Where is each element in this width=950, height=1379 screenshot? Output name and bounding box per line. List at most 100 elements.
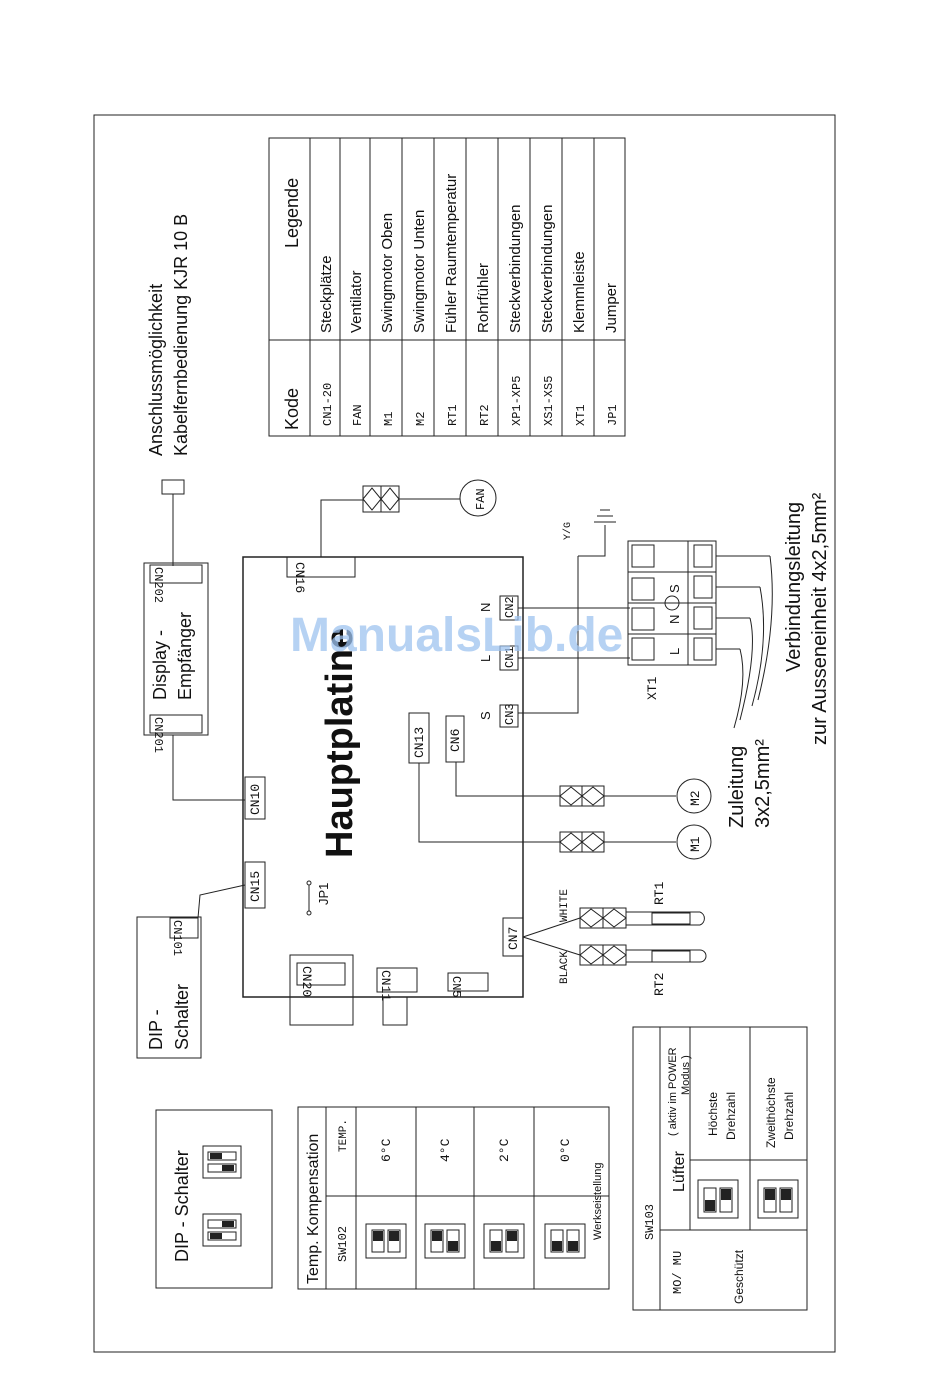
legend-text-5: Rohrfühler <box>475 263 492 333</box>
temp-switch-icon-0 <box>365 1223 407 1259</box>
legend-text-0: Steckplätze <box>318 255 335 333</box>
legend-kode-8: XT1 <box>574 404 588 426</box>
display-box: Display - Empfänger CN202 CN201 <box>143 562 245 801</box>
temp-table: Temp. Kompensation SW102 TEMP. 6°C 4°C 2°C… <box>297 1106 610 1290</box>
fan-switch-icon-1 <box>697 1179 739 1219</box>
legend-kode-4: RT1 <box>446 404 460 426</box>
zuleitung-line2: 3x2,5mm² <box>752 739 774 828</box>
rt2-label: RT2 <box>652 973 667 996</box>
fan-table: SW103 MO/ MU Lüfter ( aktiv im POWER Mod… <box>632 1026 808 1311</box>
mainboard-cn6: CN6 <box>448 729 463 752</box>
yg-label: Y/G <box>562 522 574 540</box>
mainboard-cn5: CN5 <box>449 976 463 998</box>
fan-luefter: Lüfter <box>671 1150 688 1192</box>
mainboard-cn16: CN16 <box>292 562 307 593</box>
fan-row1a: Höchste <box>706 1092 720 1136</box>
temp-switch-icon-1 <box>424 1223 466 1259</box>
temp-value-2: 2°C <box>497 1138 512 1162</box>
mainboard-cn15: CN15 <box>248 871 263 902</box>
fan-modus: Modus ) <box>680 1055 692 1095</box>
verbindung-line2: zur Ausseneinheit 4x2,5mm² <box>809 492 831 745</box>
white-label: WHITE <box>559 889 571 922</box>
mainboard-cn3: CN3 <box>503 703 517 725</box>
zuleitung-line1: Zuleitung <box>726 746 748 828</box>
dip-legend-box: DIP - Schalter <box>155 1109 273 1289</box>
display-line1: Display - <box>150 630 170 700</box>
display-cn202: CN202 <box>151 567 165 603</box>
legend-kode-3: M2 <box>414 412 428 426</box>
remote-connector <box>161 479 185 495</box>
remote-note: Anschlussmöglichkeit Kabelfernbedienung … <box>146 214 191 566</box>
legend-text-6: Steckverbindungen <box>507 205 524 333</box>
dip-switch-icon-off <box>202 1213 242 1247</box>
dip-legend-title: DIP - Schalter <box>172 1150 192 1262</box>
legend-text-9: Jumper <box>603 283 620 333</box>
legend-kode-9: JP1 <box>606 404 620 426</box>
legend-text-8: Klemmleiste <box>571 251 588 333</box>
dip-line1: DIP - <box>146 1009 166 1050</box>
fan-label: FAN <box>474 488 488 510</box>
remote-line1: Anschlussmöglichkeit <box>146 284 166 456</box>
mainboard-cn2: CN2 <box>503 596 517 618</box>
legend-text-7: Steckverbindungen <box>539 205 556 333</box>
mainboard-cn13: CN13 <box>412 727 427 758</box>
fan-geschuetzt: Geschützt <box>732 1249 746 1304</box>
temp-col-switch: SW102 <box>336 1226 350 1262</box>
mainboard-cn7: CN7 <box>506 927 521 950</box>
rt1-label: RT1 <box>652 881 667 905</box>
page-frame <box>93 114 836 1353</box>
terminal-n: N <box>667 615 682 624</box>
fan-aktiv: ( aktiv im POWER <box>667 1047 679 1136</box>
legend-table: Kode Legende CN1-20SteckplätzeFANVentila… <box>268 137 626 437</box>
legend-kode-5: RT2 <box>478 404 492 426</box>
temp-value-1: 4°C <box>438 1138 453 1162</box>
sensors: WHITE BLACK RT1 RT2 <box>522 881 707 996</box>
temp-col-temp: TEMP. <box>338 1119 350 1152</box>
dip-box: DIP - Schalter CN101 <box>136 884 246 1059</box>
fan-sw103: SW103 <box>643 1204 657 1240</box>
terminal-block: XT1 L N S Y/G <box>518 509 773 729</box>
terminal-l: L <box>667 648 682 655</box>
fan-switch-icon-2 <box>757 1179 799 1219</box>
legend-kode-7: XS1-XS5 <box>542 376 556 426</box>
mainboard-jp1: JP1 <box>316 883 331 905</box>
terminal-s: S <box>667 584 682 593</box>
m2-label: M2 <box>688 790 703 806</box>
mainboard-cn11: CN11 <box>378 970 393 1001</box>
mainboard-cn20: CN20 <box>299 966 314 997</box>
legend-text-4: Fühler Raumtemperatur <box>443 174 460 333</box>
main-board: Hauptplatine CN10 CN15 CN16 CN13 CN6 CN7… <box>242 556 524 1026</box>
temp-switch-icon-2 <box>483 1223 525 1259</box>
fan-row2b: Drehzahl <box>782 1092 796 1140</box>
xt1-label: XT1 <box>645 676 660 700</box>
mainboard-cn1: CN1 <box>503 646 517 668</box>
display-line2: Empfänger <box>175 612 195 700</box>
mainboard-n-label: N <box>478 603 493 612</box>
swing-motors: M2 M1 <box>418 762 712 860</box>
mainboard-title: Hauptplatine <box>319 628 361 858</box>
display-cn201: CN201 <box>151 717 165 753</box>
m1-label: M1 <box>688 836 703 852</box>
legend-header-legende: Legende <box>282 178 302 248</box>
fan-row2a: Zweithöchste <box>764 1077 778 1148</box>
temp-value-3: 0°C <box>558 1138 573 1162</box>
cable-labels: Zuleitung 3x2,5mm² Verbindungsleitung zu… <box>726 492 831 828</box>
legend-text-2: Swingmotor Oben <box>379 213 396 333</box>
verbindung-line1: Verbindungsleitung <box>783 502 805 672</box>
remote-line2: Kabelfernbedienung KJR 10 B <box>171 214 191 456</box>
legend-kode-1: FAN <box>351 404 365 426</box>
temp-title: Temp. Kompensation <box>305 1134 322 1284</box>
legend-text-1: Ventilator <box>348 270 365 333</box>
dip-line2: Schalter <box>172 984 192 1050</box>
legend-kode-2: M1 <box>382 412 396 426</box>
legend-kode-6: XP1-XP5 <box>510 376 524 426</box>
dip-switch-icon-on <box>202 1145 242 1179</box>
temp-value-0: 6°C <box>379 1138 394 1162</box>
mainboard-s-label: S <box>478 711 493 720</box>
black-label: BLACK <box>559 951 571 984</box>
fan-assembly: FAN <box>320 479 497 557</box>
fan-mo-mu: MO/ MU <box>671 1251 685 1294</box>
legend-text-3: Swingmotor Unten <box>411 210 428 333</box>
legend-header-kode: Kode <box>282 388 302 430</box>
